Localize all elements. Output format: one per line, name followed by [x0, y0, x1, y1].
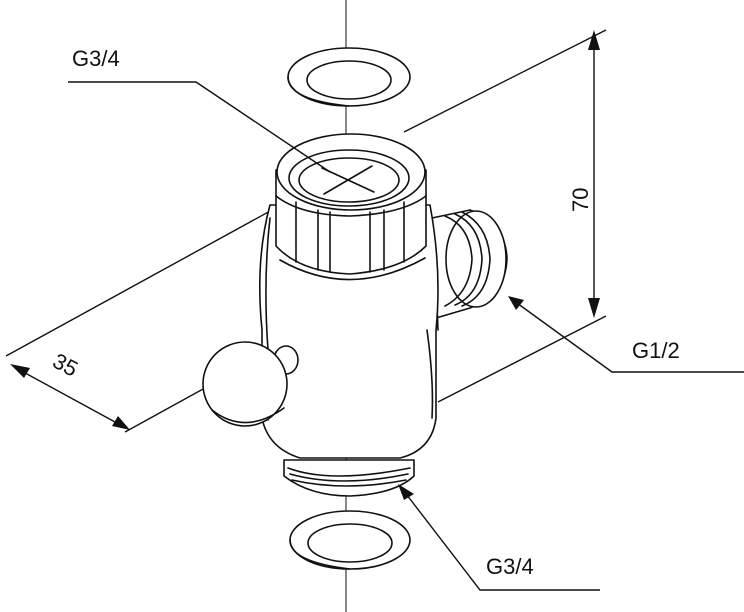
label-depth-dimension: 35	[49, 348, 82, 382]
leader-lines	[68, 81, 744, 591]
label-top-thread: G3/4	[72, 46, 120, 71]
bottom-washer	[289, 510, 411, 570]
top-washer	[287, 47, 411, 107]
label-height-dimension: 70	[568, 188, 593, 212]
label-bottom-thread: G3/4	[486, 554, 534, 579]
hex-nut	[275, 133, 427, 275]
label-side-thread: G1/2	[632, 338, 680, 363]
depth-dimension	[10, 364, 130, 430]
side-outlet	[431, 209, 508, 331]
bottom-thread	[283, 459, 415, 497]
height-dimension	[588, 30, 600, 318]
knob	[202, 341, 299, 427]
valve-body	[258, 204, 439, 459]
